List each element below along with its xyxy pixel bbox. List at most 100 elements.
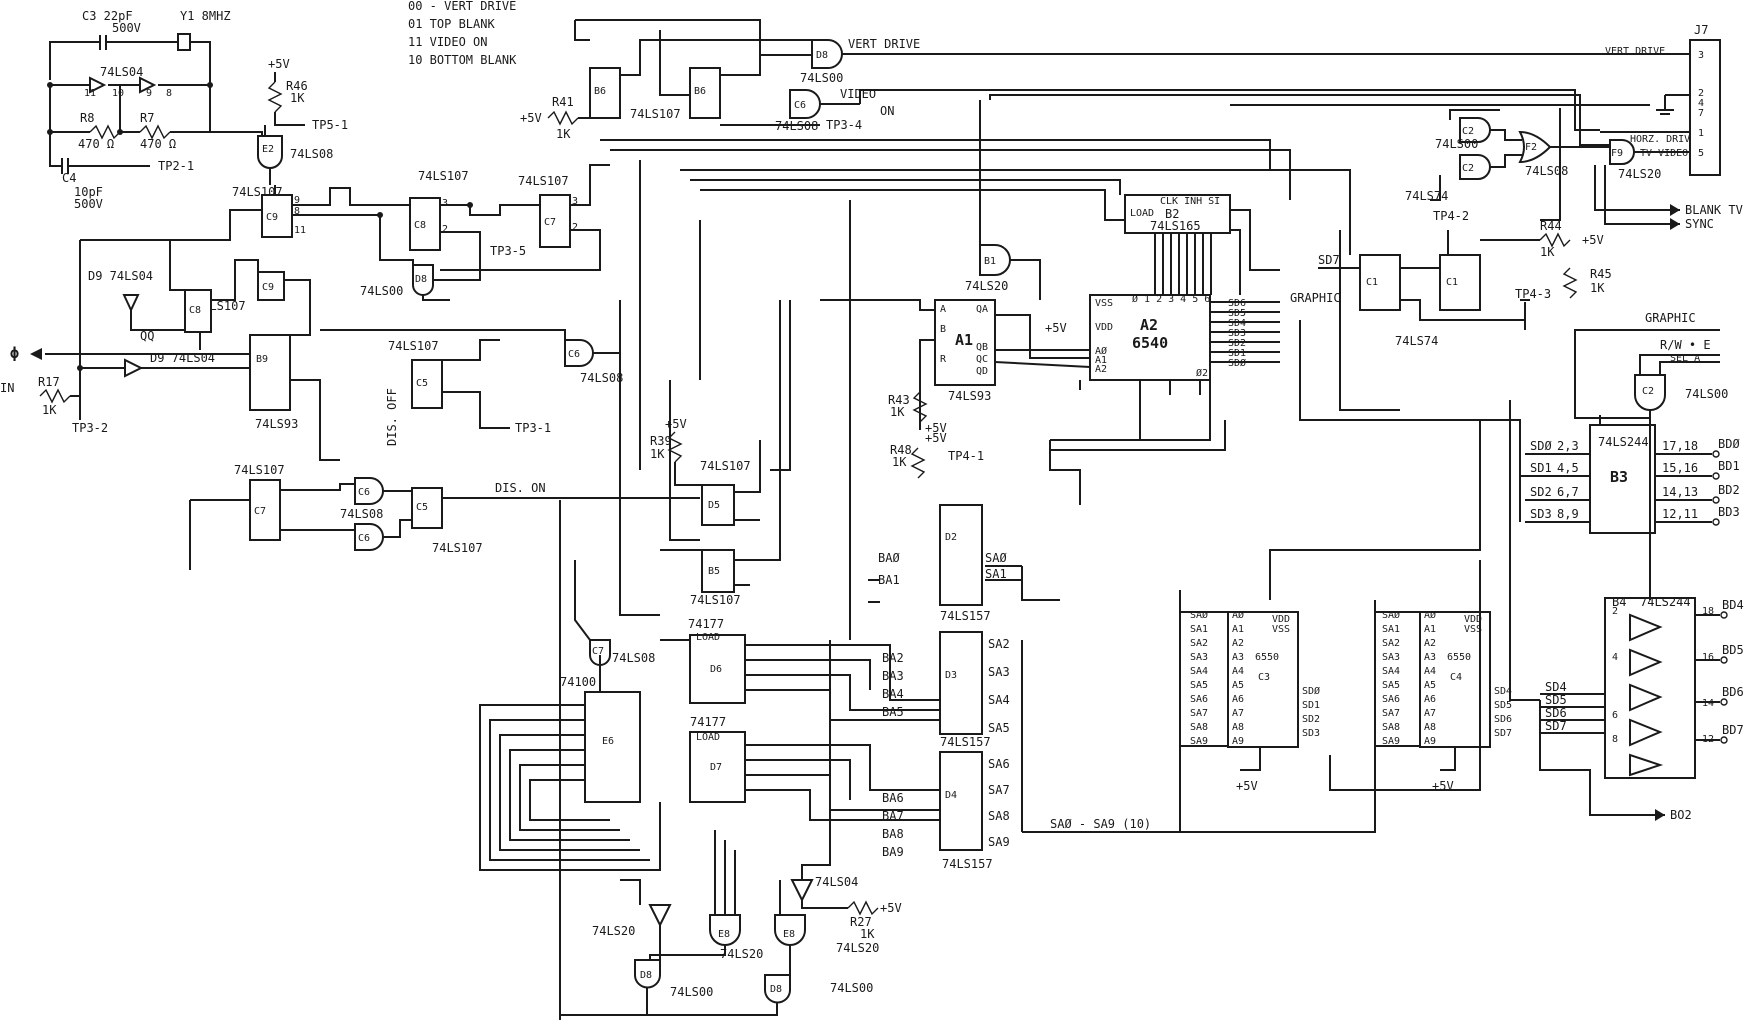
svg-text:2: 2: [442, 224, 448, 235]
svg-text:7: 7: [1698, 108, 1704, 119]
b3-chip: [1589, 424, 1656, 534]
c4-sd7: SD7: [1494, 728, 1512, 739]
c3-sd2: SD2: [1302, 714, 1320, 725]
on-label: ON: [880, 104, 894, 118]
e8-left-label: E8: [718, 929, 730, 940]
c3-sa5: SA5: [1190, 680, 1208, 691]
bd7-label: BD7: [1722, 723, 1744, 737]
tp4-3-label: TP4-3: [1515, 287, 1551, 301]
c3-sd1: SD1: [1302, 700, 1320, 711]
svg-text:3: 3: [442, 198, 448, 209]
left-counter-group: 74LS107 C9 C8 D9 74LS04 B9 74LS93 D9 74L…: [0, 209, 340, 461]
b3-pins-2: 6,7: [1557, 485, 1579, 499]
svg-text:11: 11: [294, 225, 306, 236]
b2-clk-inh: CLK INH SI: [1160, 196, 1220, 207]
c4-cap-volt: 500V: [74, 197, 103, 211]
c3-a1: A1: [1232, 624, 1244, 635]
r41-plus5: +5V: [520, 111, 542, 125]
d8-bottom-type: 74LS20: [592, 924, 635, 938]
svg-text:3: 3: [1698, 50, 1704, 61]
e2-gate-group: +5V R46 1K TP5-1 E2 74LS08: [210, 57, 348, 185]
j7-connector-body: [1689, 39, 1721, 176]
svg-text:2: 2: [1698, 88, 1704, 99]
lower-counter-group: C7 74LS08 74177 LOAD D6 74177 LOAD D7 74…: [479, 500, 940, 1020]
b3-pins-3: 8,9: [1557, 507, 1579, 521]
d9-inverter-bottom: [124, 358, 144, 378]
c4-vss: VSS: [1464, 624, 1482, 635]
c3-a8: A8: [1232, 722, 1244, 733]
c5-flipflop: [411, 359, 443, 409]
r41-value: 1K: [556, 127, 571, 141]
d3-in-ba4: BA4: [882, 687, 904, 701]
bo2-label: BO2: [1670, 808, 1692, 822]
svg-text:9: 9: [294, 195, 300, 206]
dis-on-signal: DIS. ON: [495, 481, 546, 495]
d8-bl-label: D8: [640, 970, 652, 981]
c2-nand-rw: [1634, 374, 1666, 411]
a1-type: 74LS93: [948, 389, 991, 403]
r39-plus5: +5V: [665, 417, 687, 431]
c4-a8: A8: [1424, 722, 1436, 733]
crystal-symbol: [177, 33, 191, 51]
b4-pin-6: 6: [1612, 710, 1618, 721]
b2-label: B2: [1165, 207, 1179, 221]
svg-text:8: 8: [166, 88, 172, 99]
c7-bottom-type: 74LS107: [234, 463, 285, 477]
b2-load: LOAD: [1130, 208, 1154, 219]
r39-label: R39: [650, 434, 672, 448]
b6a-label: B6: [594, 86, 606, 97]
r17-value: 1K: [42, 403, 57, 417]
b3-label: B3: [1610, 468, 1628, 486]
d3-out-sa5: SA5: [988, 721, 1010, 735]
d8-vert-type: 74LS00: [800, 71, 843, 85]
a2-type: 6540: [1132, 334, 1168, 352]
r7-value: 470 Ω: [140, 137, 176, 151]
r43-plus5: +5V: [925, 421, 947, 435]
c7-bottom-flipflop: [249, 479, 281, 541]
a2-sd5: SD5: [1228, 308, 1246, 319]
svg-text:QD: QD: [976, 366, 988, 377]
e6-label: E6: [602, 736, 614, 747]
c4-cap-value: 10pF: [74, 185, 103, 199]
clock-inverter-type: 74LS04: [100, 65, 143, 79]
r8-label: R8: [80, 111, 94, 125]
a2-a2: A2: [1095, 364, 1107, 375]
bd3-label: BD3: [1718, 505, 1740, 519]
bd1-label: BD1: [1718, 459, 1740, 473]
sync-signal: SYNC: [1685, 217, 1714, 231]
b3-out-2: 14,13: [1662, 485, 1698, 499]
c2-top-label: C2: [1462, 126, 1474, 137]
d7-load: LOAD: [696, 732, 720, 743]
f8b-inverter: [790, 879, 814, 903]
d6-counter: [689, 634, 746, 704]
r46-value: 1K: [290, 91, 305, 105]
c3-ram-chip: [1227, 611, 1299, 748]
b3-type: 74LS244: [1598, 435, 1649, 449]
d3-mux: [939, 631, 983, 735]
c3-vdd: VDD: [1272, 614, 1290, 625]
b4-in-sd4: SD4: [1545, 680, 1567, 694]
c4-sa2: SA2: [1382, 638, 1400, 649]
d4-in-ba9: BA9: [882, 845, 904, 859]
b3-in-sd2: SD2: [1530, 485, 1552, 499]
d4-out-sa7: SA7: [988, 783, 1010, 797]
graphic-mid-label: GRAPHIC: [1290, 291, 1341, 305]
d3-out-sa2: SA2: [988, 637, 1010, 651]
c3-volt-label: 500V: [112, 21, 141, 35]
c7-top-type: 74LS107: [518, 174, 569, 188]
tp3-4-label: TP3-4: [826, 118, 862, 132]
a2-top-pins: Ø 1 2 3 4 5 6: [1132, 293, 1210, 305]
d8-nand-bottom-right: [764, 974, 791, 1004]
b4-in-sd6: SD6: [1545, 706, 1567, 720]
r43-label: R43: [888, 393, 910, 407]
c4-a1: A1: [1424, 624, 1436, 635]
c4-a0: AØ: [1424, 609, 1436, 621]
r41-label: R41: [552, 95, 574, 109]
r27-value: 1K: [860, 927, 875, 941]
c5-lower-flipflop: [411, 487, 443, 529]
r43-value: 1K: [890, 405, 905, 419]
d4-type: 74LS157: [942, 857, 993, 871]
c2-top-type: 74LS00: [1435, 137, 1478, 151]
b9-type: 74LS93: [255, 417, 298, 431]
e8-right-type: 74LS20: [836, 941, 879, 955]
